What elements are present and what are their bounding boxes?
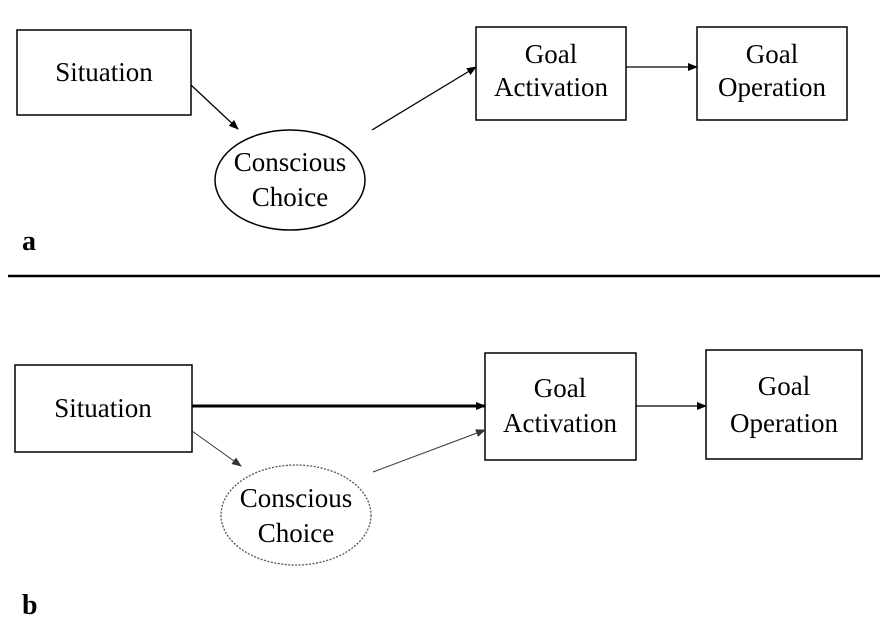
conscious-choice-label-line1-b: Conscious (240, 483, 353, 513)
arrow-situation-to-choice-b (191, 430, 242, 467)
panel-label-b: b (22, 590, 38, 621)
panel-a: Situation Conscious Choice Goal Activati… (16, 26, 848, 257)
arrow-choice-to-activation-a (371, 66, 477, 131)
panel-label-a: a (22, 226, 36, 257)
goal-operation-label-line2-a: Operation (718, 72, 826, 102)
goal-activation-label-line1-a: Goal (525, 39, 577, 69)
situation-box-b (14, 364, 193, 453)
situation-label-a: Situation (55, 57, 153, 87)
conscious-choice-label-line1-a: Conscious (234, 147, 347, 177)
goal-activation-label-line2-a: Activation (494, 72, 608, 102)
situation-label-b: Situation (54, 393, 152, 423)
situation-box-a (16, 29, 192, 116)
goal-activation-box-b (484, 352, 637, 461)
panel-b: Situation Conscious Choice Goal Activati… (14, 349, 863, 621)
conscious-choice-node-b (220, 464, 372, 566)
conscious-choice-label-line2-b: Choice (258, 518, 334, 548)
arrow-choice-to-activation-b (372, 429, 486, 473)
conscious-choice-node-a (214, 129, 366, 231)
goal-operation-label-line1-a: Goal (746, 39, 798, 69)
arrow-situation-to-choice-a (190, 84, 239, 130)
goal-operation-box-b (705, 349, 863, 460)
conscious-choice-label-line2-a: Choice (252, 182, 328, 212)
goal-operation-label-line1-b: Goal (758, 371, 810, 401)
goal-activation-label-line1-b: Goal (534, 373, 586, 403)
goal-activation-label-line2-b: Activation (503, 408, 617, 438)
goal-activation-box-a (475, 26, 627, 121)
goal-operation-label-line2-b: Operation (730, 408, 838, 438)
goal-operation-box-a (696, 26, 848, 121)
